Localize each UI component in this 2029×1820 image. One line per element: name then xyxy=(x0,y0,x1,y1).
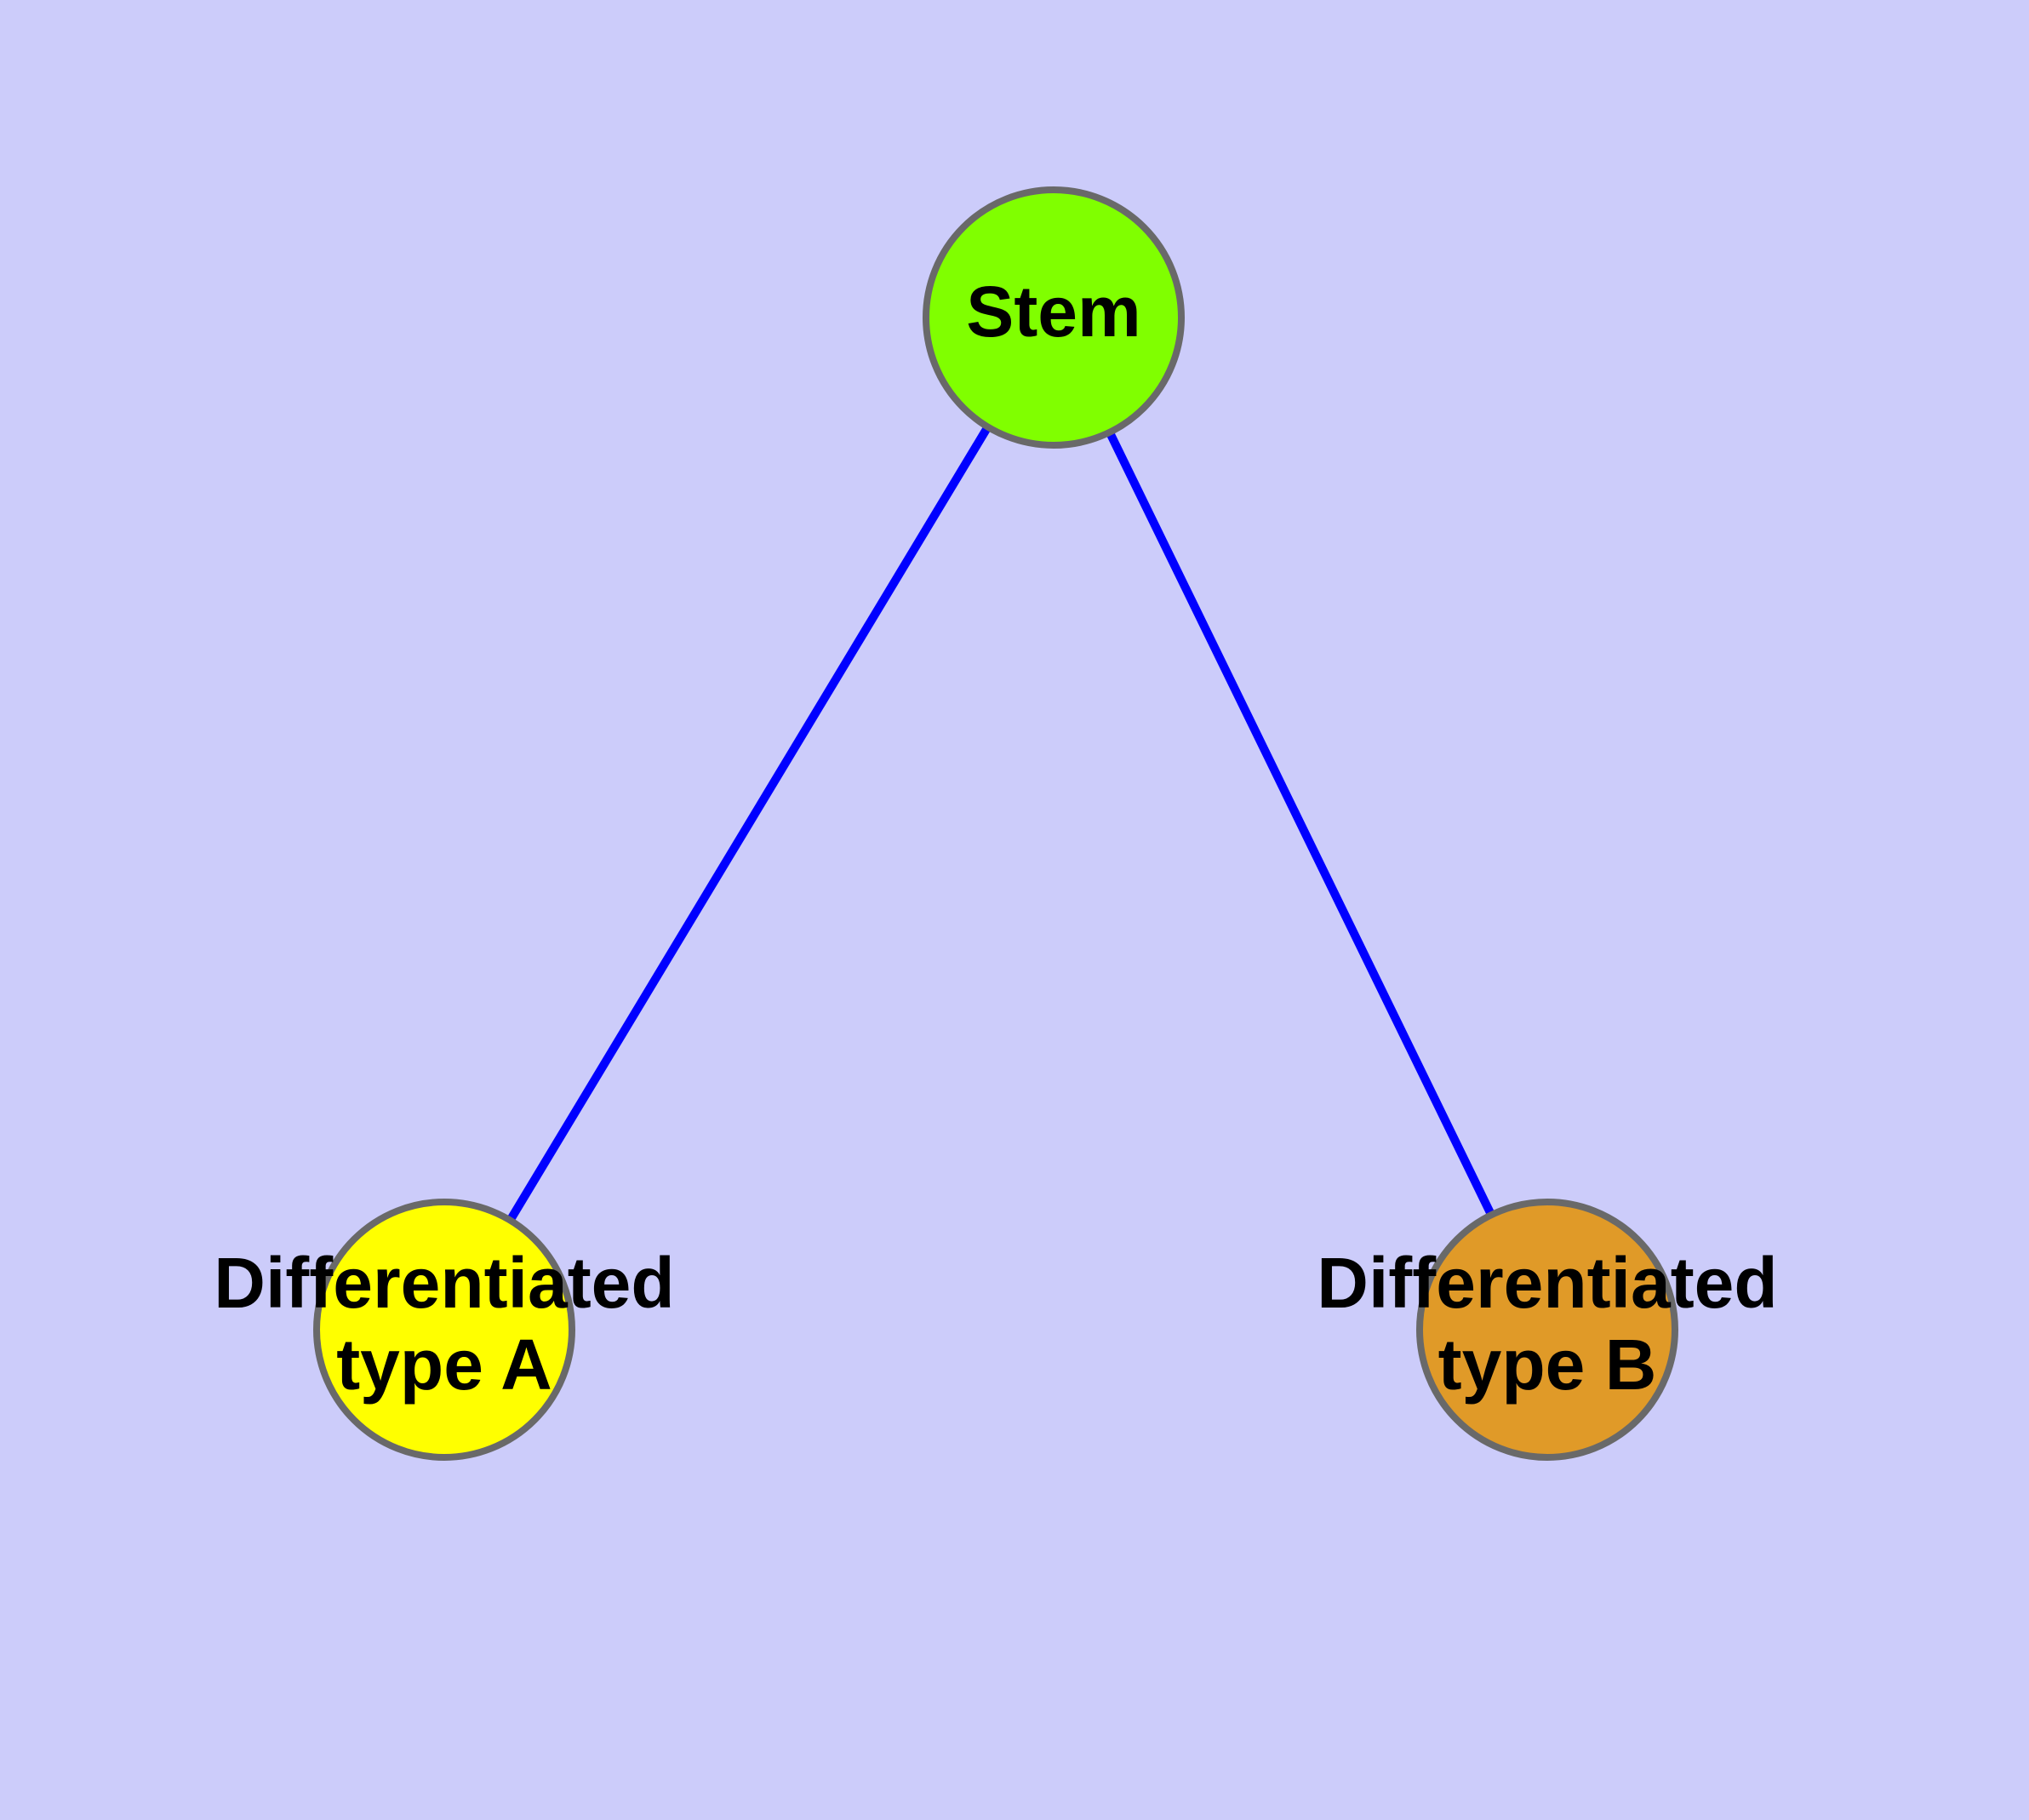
edge-stem-to-differentiated-type-b[interactable] xyxy=(1104,427,1497,1220)
edges-layer xyxy=(505,421,1497,1226)
node-differentiated-type-b-circle[interactable] xyxy=(1416,1199,1678,1461)
nodes-layer xyxy=(313,186,1678,1461)
node-stem[interactable] xyxy=(923,186,1185,449)
node-differentiated-type-b[interactable] xyxy=(1416,1199,1678,1461)
edge-stem-to-differentiated-type-a[interactable] xyxy=(505,421,993,1226)
node-stem-circle[interactable] xyxy=(923,186,1185,449)
node-differentiated-type-a[interactable] xyxy=(313,1199,575,1461)
node-differentiated-type-a-circle[interactable] xyxy=(313,1199,575,1461)
